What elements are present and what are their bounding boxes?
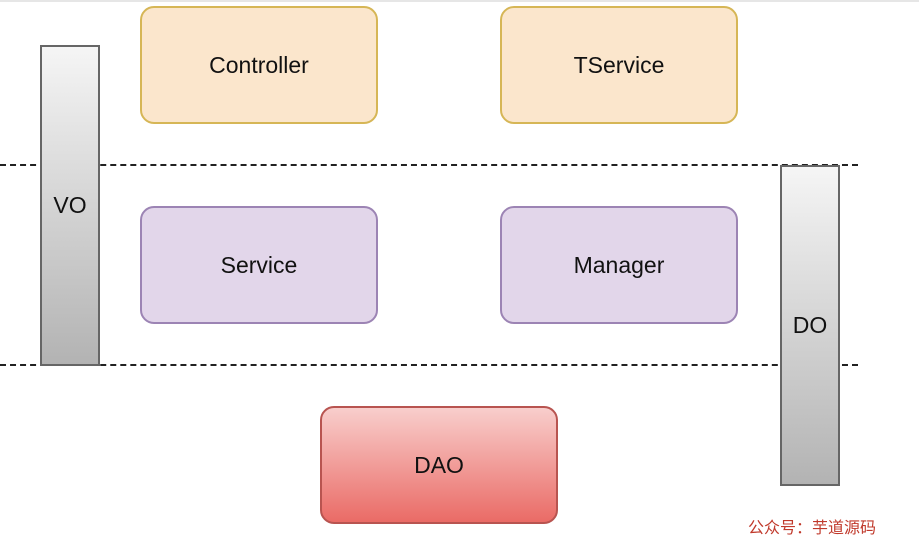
controller-box: Controller <box>140 6 378 124</box>
service-box: Service <box>140 206 378 324</box>
controller-label: Controller <box>209 51 309 78</box>
top-border <box>0 0 919 2</box>
manager-box: Manager <box>500 206 738 324</box>
watermark-text: 公众号：芋道源码 <box>748 518 877 537</box>
vo-bar: VO <box>40 45 100 366</box>
dao-label: DAO <box>414 451 464 478</box>
layer-divider-bottom <box>0 364 858 366</box>
manager-label: Manager <box>573 251 665 278</box>
do-bar: DO <box>780 165 840 486</box>
layer-divider-top <box>0 164 858 166</box>
service-label: Service <box>220 251 298 278</box>
vo-label: VO <box>53 192 87 218</box>
do-label: DO <box>792 312 828 338</box>
tservice-label: TService <box>573 51 665 78</box>
dao-box: DAO <box>320 406 558 524</box>
tservice-box: TService <box>500 6 738 124</box>
